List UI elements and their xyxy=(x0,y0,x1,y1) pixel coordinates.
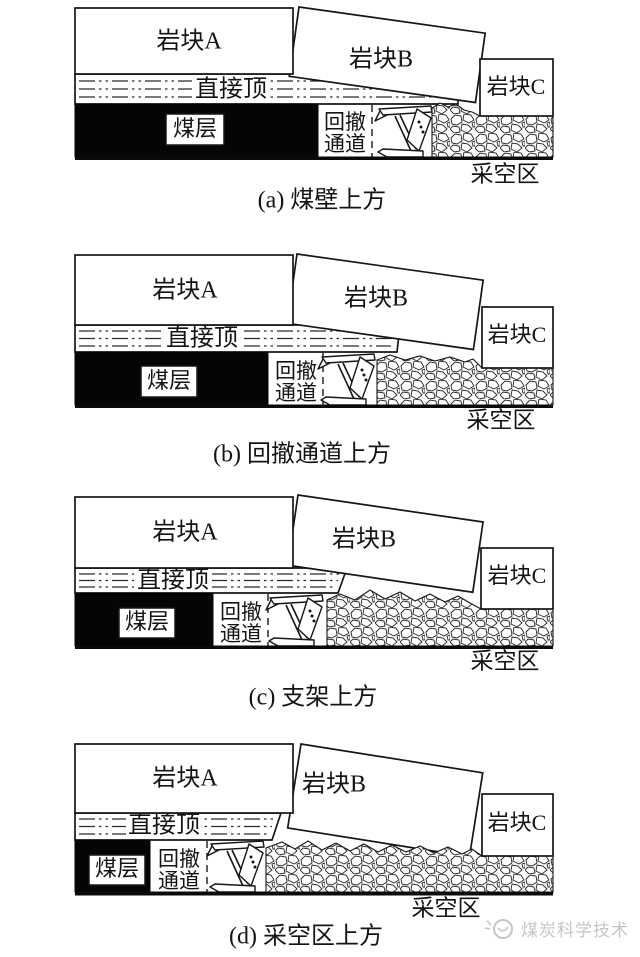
goaf-rubble xyxy=(265,840,554,893)
rock-c-label: 岩块C xyxy=(488,322,547,347)
goaf-label: 采空区 xyxy=(471,161,540,186)
retreat-channel-label: 回撤 xyxy=(324,110,366,134)
panel-caption: (a) 煤壁上方 xyxy=(258,187,387,214)
rock-b-label: 岩块B xyxy=(302,771,366,798)
rock-c-block xyxy=(481,793,554,857)
rock-a-block xyxy=(74,254,294,326)
retreat-channel-label: 通道 xyxy=(158,869,200,893)
rock-a-label: 岩块A xyxy=(152,519,218,546)
rock-a-block xyxy=(74,743,294,814)
coal-label-box xyxy=(165,113,225,146)
panel-c: 直接顶 煤层 回撤 通道 岩块B 岩块C 岩块A 采空区 (c) 支架上方 xyxy=(74,494,554,711)
panel-d: 直接顶 煤层 回撤 通道 岩块B 岩块C 岩块A 采空区 (d) 采空区上方 xyxy=(74,743,554,950)
floor-line xyxy=(75,156,553,160)
rock-a-block xyxy=(74,7,294,75)
goaf-label: 采空区 xyxy=(412,895,481,920)
rock-c-block xyxy=(479,58,554,117)
floor-line xyxy=(75,645,553,649)
coal-seam-label: 煤层 xyxy=(147,368,191,393)
rock-b-label: 岩块B xyxy=(332,526,396,553)
rock-c-block xyxy=(481,306,554,369)
goaf-label: 采空区 xyxy=(471,648,540,673)
rock-a-block xyxy=(74,496,294,569)
rock-a-label: 岩块A xyxy=(156,28,222,55)
coal-label-box xyxy=(88,854,146,886)
retreat-channel-label: 通道 xyxy=(324,132,366,156)
watermark: 煤炭科学技术 xyxy=(484,919,629,940)
watermark-logo-icon xyxy=(493,919,513,939)
retreat-channel-label: 回撤 xyxy=(275,359,317,383)
roof-label-bg xyxy=(192,79,270,103)
immediate-roof-label: 直接顶 xyxy=(137,567,209,594)
hydraulic-support xyxy=(265,594,324,647)
rock-c-label: 岩块C xyxy=(488,810,547,835)
rock-b-label: 岩块B xyxy=(349,46,413,73)
rock-c-label: 岩块C xyxy=(488,563,547,588)
roof-label-bg xyxy=(126,815,203,837)
watermark-text: 煤炭科学技术 xyxy=(521,921,629,940)
rock-a-label: 岩块A xyxy=(152,277,218,304)
retreat-channel-label: 通道 xyxy=(275,381,317,405)
retreat-channel-label: 回撤 xyxy=(220,600,262,624)
rock-b-label: 岩块B xyxy=(344,285,408,312)
rock-c-block xyxy=(480,547,554,610)
immediate-roof-label: 直接顶 xyxy=(195,76,267,103)
roof-label-bg xyxy=(163,328,241,351)
panel-b: 直接顶 煤层 回撤 通道 岩块B 岩块C 岩块A 采空区 (b) 回撤通道上方 xyxy=(74,253,554,468)
floor-line xyxy=(75,891,553,896)
retreat-channel-label: 回撤 xyxy=(158,847,200,871)
immediate-roof-label: 直接顶 xyxy=(128,812,200,839)
floor-line xyxy=(75,404,553,408)
panel-a: 直接顶 煤层 回撤 通道 岩块B 岩块C 岩块A 采空区 (a) 煤壁上方 xyxy=(74,6,554,214)
panel-caption: (c) 支架上方 xyxy=(249,684,378,711)
coal-seam-label: 煤层 xyxy=(125,609,169,634)
hydraulic-support xyxy=(374,105,433,158)
hydraulic-support xyxy=(317,353,376,406)
hydraulic-support xyxy=(206,840,265,893)
rock-a-label: 岩块A xyxy=(152,765,218,792)
rock-c-label: 岩块C xyxy=(487,74,546,99)
panel-caption: (d) 采空区上方 xyxy=(229,923,383,950)
panel-caption: (b) 回撤通道上方 xyxy=(213,441,391,468)
roof-label-bg xyxy=(134,570,212,592)
immediate-roof-label: 直接顶 xyxy=(166,325,238,352)
coal-seam-label: 煤层 xyxy=(95,856,139,881)
coal-label-box xyxy=(118,607,176,639)
goaf-label: 采空区 xyxy=(467,407,536,432)
coal-seam-label: 煤层 xyxy=(173,116,217,141)
rock-b-block xyxy=(286,743,484,858)
coal-label-box xyxy=(140,365,198,398)
retreat-channel-label: 通道 xyxy=(220,622,262,646)
